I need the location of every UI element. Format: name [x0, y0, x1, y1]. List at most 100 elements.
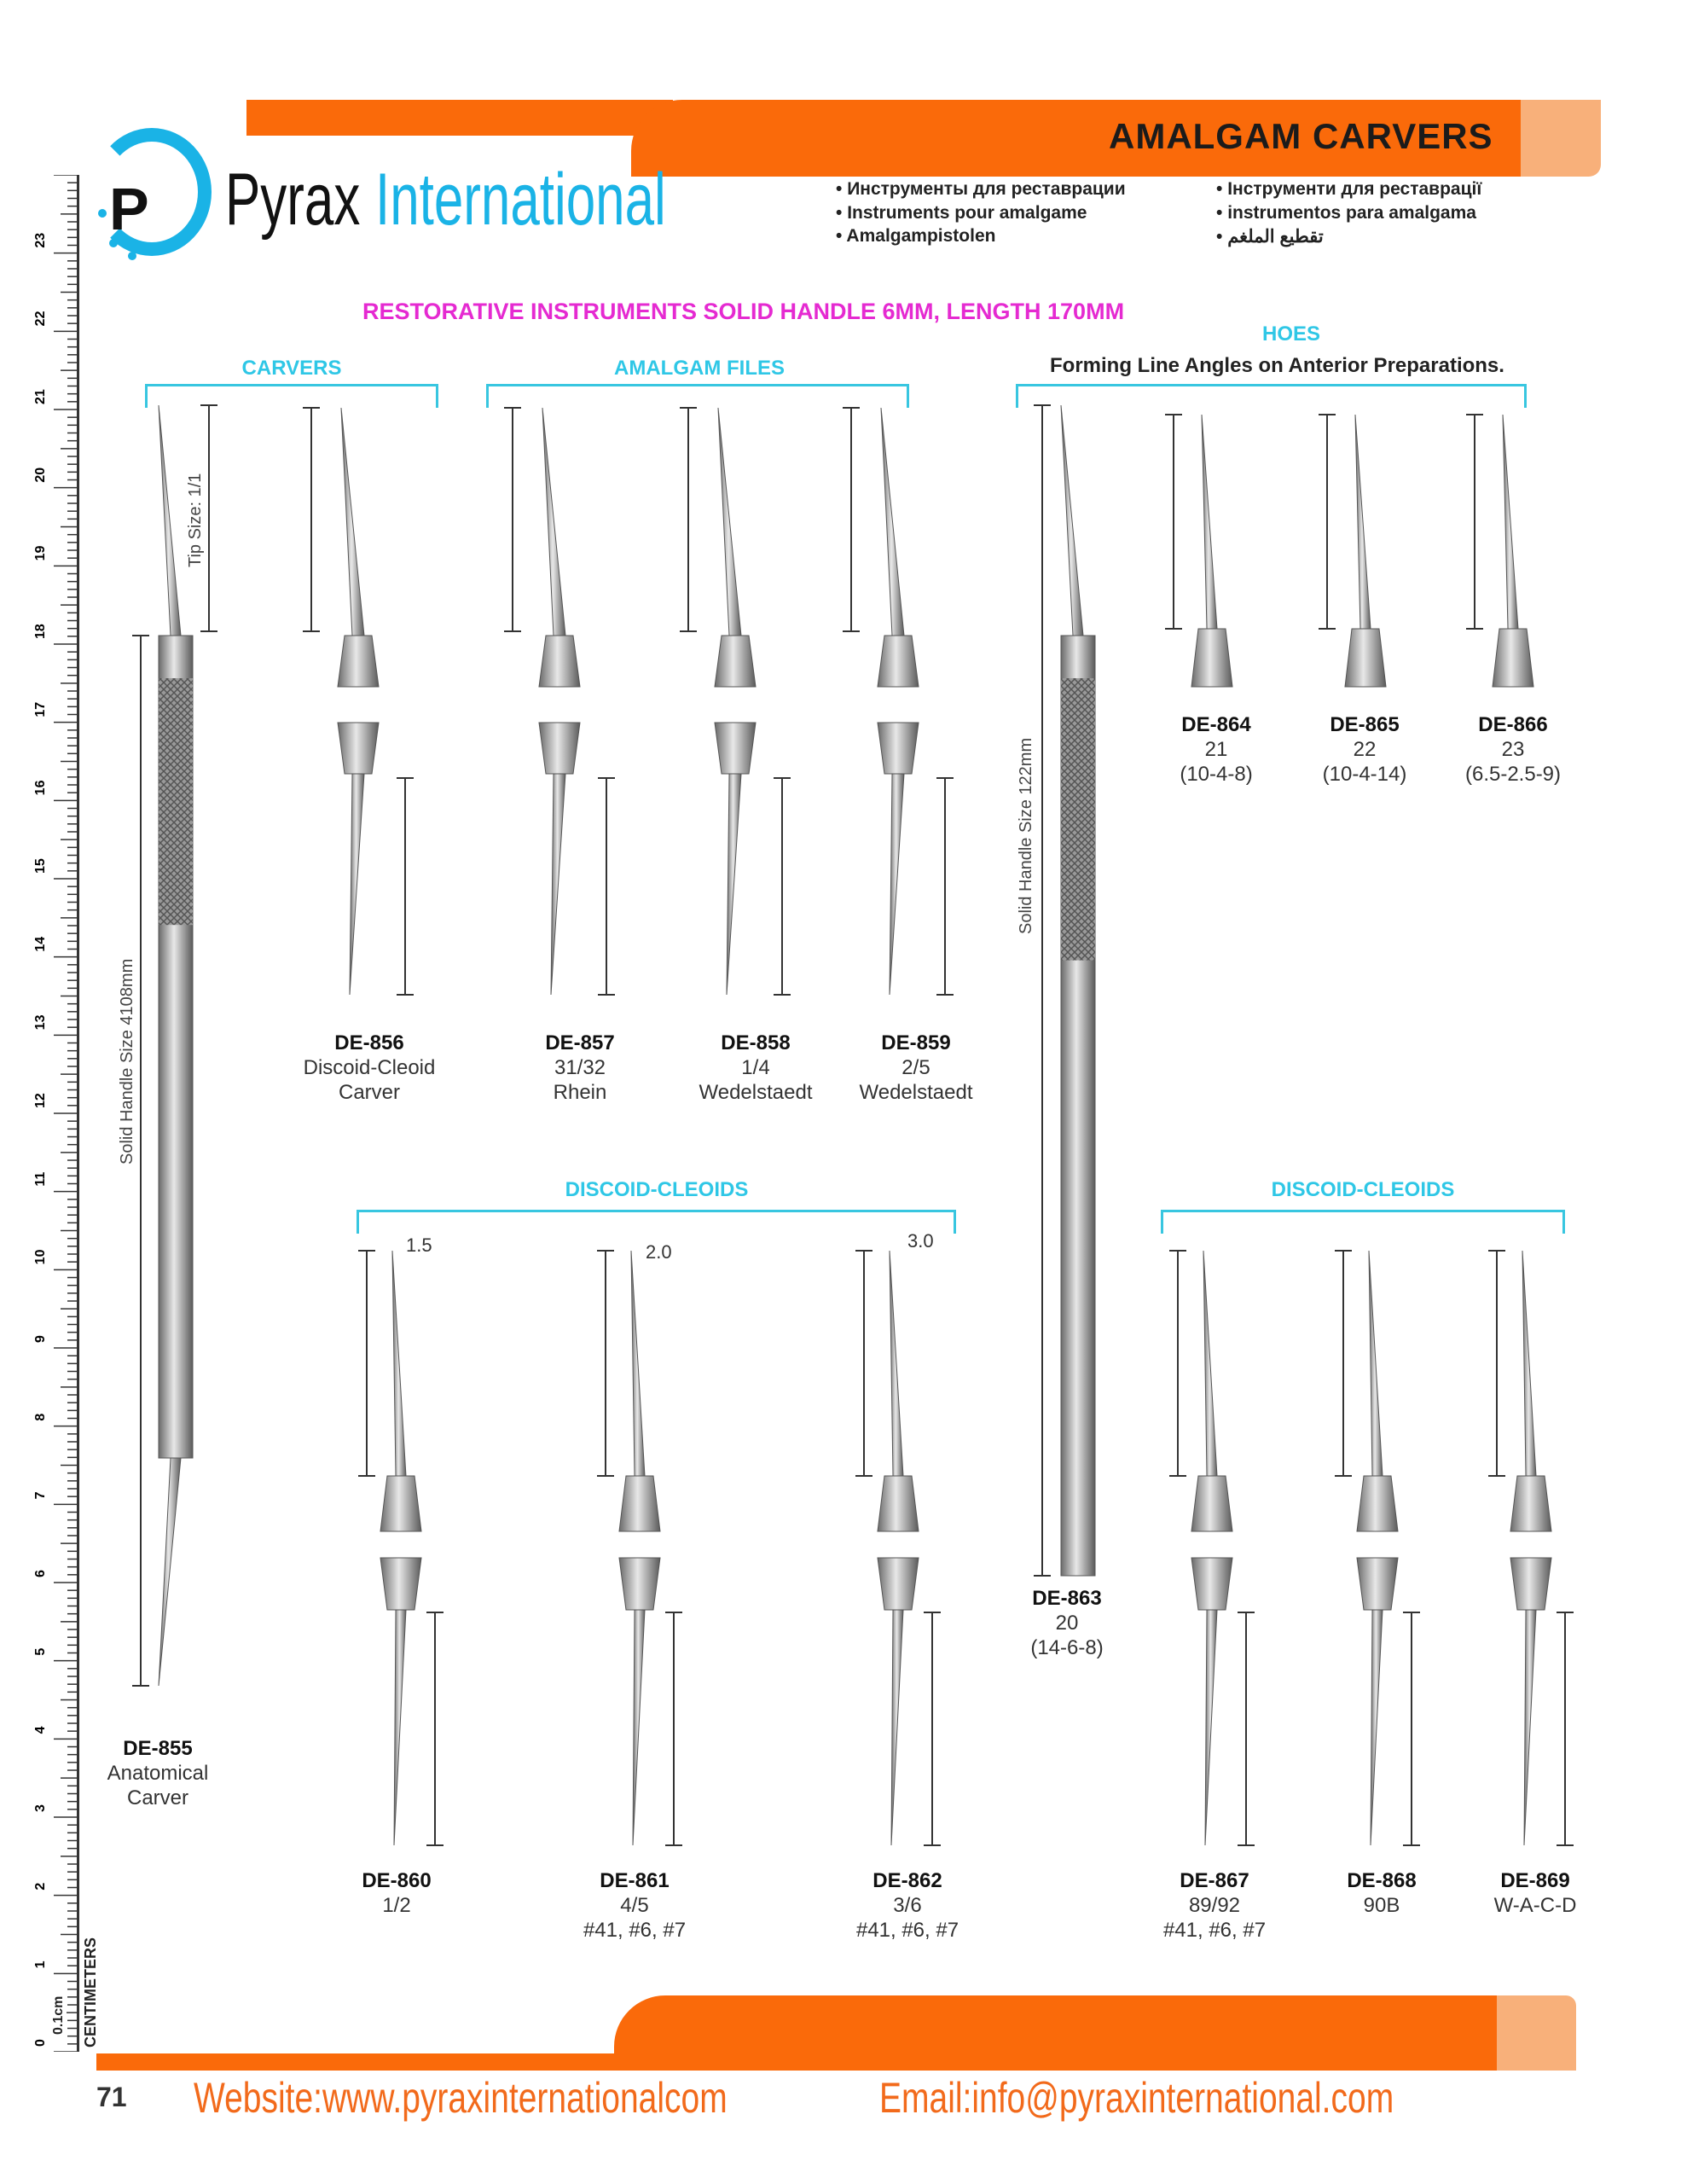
instrument-tip [393, 1609, 407, 1846]
product-detail: 21 [1204, 738, 1228, 761]
bracket [486, 384, 909, 408]
product-detail: #41, #6, #7 [583, 1919, 687, 1942]
section-carvers: CARVERS [241, 357, 342, 380]
instrument-tip [340, 407, 365, 636]
handle-cone [714, 635, 757, 688]
product-detail: Wedelstaedt [859, 1081, 973, 1104]
instrument-tip [726, 773, 742, 996]
instrument-tip [550, 773, 566, 996]
header-band [631, 100, 1522, 177]
product-code: DE-858 [721, 1031, 791, 1054]
language-item: instrumentos para amalgama [1216, 203, 1476, 224]
ruler-number: 17 [33, 702, 48, 717]
handle-cone [337, 722, 380, 775]
dimension-line [426, 1612, 443, 1846]
instrument-tip [542, 407, 566, 636]
product-code: DE-869 [1500, 1869, 1570, 1892]
handle-cone [538, 635, 581, 688]
ruler-number: 8 [33, 1414, 48, 1421]
handle-cone [380, 1557, 422, 1611]
dimension-line [504, 407, 521, 632]
headline: RESTORATIVE INSTRUMENTS SOLID HANDLE 6MM… [362, 299, 1125, 324]
dimension-line [924, 1612, 941, 1846]
ruler-number: 22 [33, 311, 48, 326]
bracket [357, 1210, 956, 1234]
product-detail: (10-4-14) [1322, 763, 1407, 786]
product-detail: 31/32 [554, 1056, 606, 1079]
ruler-number: 13 [33, 1014, 48, 1030]
language-item: Amalgampistolen [836, 226, 995, 247]
ruler-number: 3 [33, 1804, 48, 1812]
header-band-end [1521, 100, 1601, 177]
header-band-thin [246, 100, 673, 136]
product-code: DE-860 [362, 1869, 432, 1892]
handle-cone [1492, 628, 1534, 688]
dimension-line [358, 1250, 375, 1477]
product-detail: (10-4-8) [1180, 763, 1253, 786]
ruler-number: 0 [33, 2039, 48, 2047]
instrument-tip [158, 1457, 182, 1687]
instrument-tip [158, 404, 182, 636]
product-detail: 1/2 [382, 1894, 411, 1917]
product-detail: #41, #6, #7 [855, 1919, 959, 1942]
product-code: DE-863 [1032, 1587, 1102, 1610]
handle-cone [337, 635, 380, 688]
knurled-grip [1061, 678, 1095, 961]
ruler-number: 4 [33, 1726, 48, 1734]
instrument-tip [880, 407, 905, 636]
dimension-line [1034, 404, 1051, 1577]
dimension-line [936, 777, 954, 996]
bracket [145, 384, 438, 408]
handle-cone [380, 1475, 422, 1532]
product-detail: 89/92 [1188, 1894, 1241, 1917]
product-code: DE-862 [872, 1869, 942, 1892]
dimension-line [665, 1612, 682, 1846]
ruler-number: 23 [33, 233, 48, 248]
dimension-line [1466, 414, 1483, 630]
ruler-number: 2 [33, 1883, 48, 1891]
instrument-tip [889, 1250, 904, 1477]
ruler-number: 14 [33, 937, 48, 952]
handle-cone [618, 1475, 661, 1532]
ruler-number: 5 [33, 1648, 48, 1656]
ruler-number: 21 [33, 389, 48, 404]
dimension-line [598, 777, 615, 996]
ruler-number: 12 [33, 1093, 48, 1108]
instrument-tip [1354, 414, 1371, 630]
handle-cone [1344, 628, 1387, 688]
email-link[interactable]: Email:info@pyraxinternational.com [879, 2074, 1394, 2122]
product-detail: (14-6-8) [1030, 1636, 1104, 1659]
dimension-line [1165, 414, 1182, 630]
instrument-tip [1502, 414, 1519, 630]
handle-cone [1510, 1475, 1552, 1532]
handle-cone [1191, 1475, 1233, 1532]
product-detail: #41, #6, #7 [1162, 1919, 1267, 1942]
ruler-number: 15 [33, 858, 48, 874]
ruler-number: 19 [33, 545, 48, 561]
dimension-line [1319, 414, 1336, 630]
ruler-number: 10 [33, 1249, 48, 1264]
product-code: DE-868 [1347, 1869, 1417, 1892]
page-title: AMALGAM CARVERS [1109, 116, 1493, 156]
product-detail: 4/5 [620, 1894, 649, 1917]
product-detail: Discoid-Cleoid [303, 1056, 436, 1079]
dimension-line [843, 407, 860, 632]
language-item: Instruments pour amalgame [836, 203, 1087, 224]
website-link[interactable]: Website:www.pyraxinternationalcom [194, 2074, 728, 2122]
dimension-line [200, 404, 217, 632]
handle-cone [1191, 628, 1233, 688]
instrument-tip [1368, 1250, 1383, 1477]
handle-cone [1356, 1557, 1399, 1611]
instrument-tip [1522, 1250, 1537, 1477]
ruler-number: 9 [33, 1335, 48, 1343]
product-code: DE-865 [1330, 713, 1400, 736]
